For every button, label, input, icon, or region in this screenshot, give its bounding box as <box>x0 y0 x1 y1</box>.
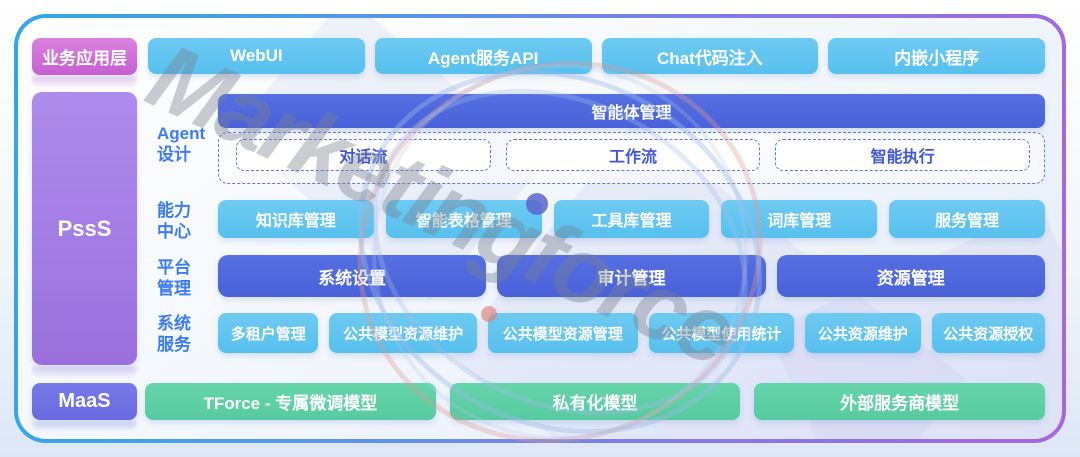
node-public-model-resource-mgmt: 公共模型资源管理 <box>487 313 638 353</box>
node-webui: WebUI <box>148 38 365 74</box>
node-intelligent-execution: 智能执行 <box>775 139 1031 171</box>
node-public-resource-authorization: 公共资源授权 <box>931 313 1045 353</box>
node-knowledge-base-mgmt: 知识库管理 <box>218 200 374 238</box>
node-public-resource-maintenance: 公共资源维护 <box>805 313 921 353</box>
row-label-capability-center: 能力 中心 <box>157 201 191 241</box>
node-multi-tenant-mgmt: 多租户管理 <box>218 313 319 353</box>
row-label-agent-design: Agent 设计 <box>157 124 206 164</box>
business-application-row: WebUI Agent服务API Chat代码注入 内嵌小程序 <box>148 38 1045 74</box>
system-services-row: 多租户管理 公共模型资源维护 公共模型资源管理 公共模型使用统计 公共资源维护 … <box>218 313 1045 353</box>
platform-management-row: 系统设置 审计管理 资源管理 <box>218 255 1045 297</box>
node-agent-management-bar: 智能体管理 <box>218 94 1045 128</box>
node-public-model-resource-maintenance: 公共模型资源维护 <box>329 313 477 353</box>
capability-center-row: 知识库管理 智能表格管理 工具库管理 词库管理 服务管理 <box>218 200 1045 238</box>
layer-business-application: 业务应用层 <box>32 38 137 75</box>
row-label-platform-mgmt: 平台 管理 <box>157 258 191 298</box>
row-label-system-services: 系统 服务 <box>157 314 191 354</box>
node-lexicon-mgmt: 词库管理 <box>721 200 878 238</box>
node-public-model-usage-stats: 公共模型使用统计 <box>648 313 795 353</box>
maas-models-row: TForce - 专属微调模型 私有化模型 外部服务商模型 <box>145 383 1046 420</box>
layer-maas: MaaS <box>32 383 137 420</box>
node-external-provider-model: 外部服务商模型 <box>754 383 1046 420</box>
node-smart-table-mgmt: 智能表格管理 <box>385 200 542 238</box>
reflection <box>32 422 137 432</box>
node-tool-library-mgmt: 工具库管理 <box>553 200 710 238</box>
node-tforce-finetuned-model: TForce - 专属微调模型 <box>145 383 436 420</box>
layer-pss: PssS <box>32 92 137 365</box>
reflection <box>32 77 137 89</box>
node-private-model: 私有化模型 <box>449 383 741 420</box>
agent-design-dashed-group: 对话流 工作流 智能执行 <box>218 132 1045 184</box>
node-service-mgmt: 服务管理 <box>889 200 1045 238</box>
node-workflow: 工作流 <box>505 139 761 171</box>
node-system-settings: 系统设置 <box>218 255 487 297</box>
node-resource-mgmt: 资源管理 <box>776 255 1045 297</box>
node-embedded-miniprogram: 内嵌小程序 <box>828 38 1045 74</box>
reflection <box>32 367 137 379</box>
node-audit-mgmt: 审计管理 <box>497 255 766 297</box>
node-dialog-flow: 对话流 <box>236 139 491 171</box>
node-agent-service-api: Agent服务API <box>374 38 592 74</box>
node-chat-code-inject: Chat代码注入 <box>601 38 819 74</box>
